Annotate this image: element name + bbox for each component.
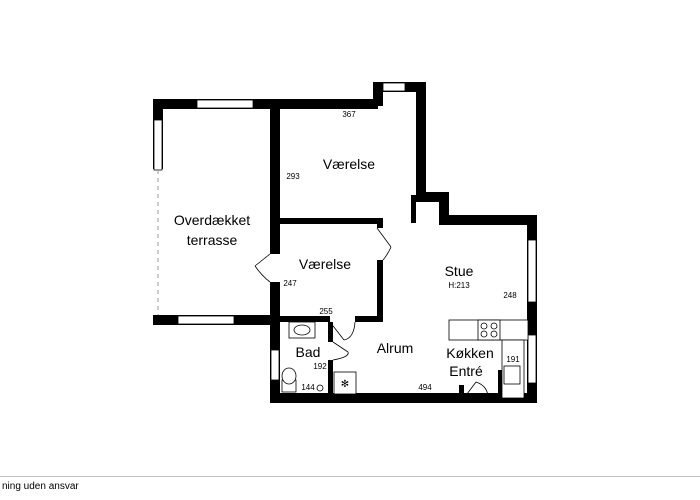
door-bedroom2 — [329, 321, 356, 341]
dimension-255: 255 — [319, 307, 333, 316]
dimension-192: 192 — [313, 362, 327, 371]
footer-disclaimer: ning uden ansvar — [2, 481, 79, 492]
window-kitchen-right — [527, 334, 537, 384]
bath-label: Bad — [296, 344, 321, 360]
dimension-293: 293 — [286, 172, 300, 181]
doors — [254, 227, 489, 399]
stove — [477, 319, 501, 341]
door-terrace — [254, 253, 271, 283]
kitchen-label: Køkken — [446, 345, 493, 361]
fixtures — [281, 319, 529, 399]
dimension-191: 191 — [506, 355, 520, 364]
shower-drain — [316, 384, 324, 392]
kitchen-sink — [503, 365, 521, 385]
footer-divider — [0, 476, 700, 477]
terrace-label-line2: terrasse — [187, 232, 238, 248]
door-bath — [332, 341, 349, 361]
window-top-bump — [382, 82, 406, 92]
window-stue-right — [527, 239, 537, 303]
window-top-terrace — [196, 99, 254, 109]
interior-walls — [270, 99, 502, 399]
living-height-label: H:213 — [448, 281, 470, 290]
entry-label: Entré — [449, 363, 483, 379]
dimension-144: 144 — [301, 383, 315, 392]
window-terrace-bottom — [177, 315, 235, 325]
terrace-label-line1: Overdækket — [174, 212, 250, 228]
bedroom1-label: Værelse — [323, 156, 375, 172]
alrum-label: Alrum — [377, 340, 414, 356]
door-entry — [463, 381, 489, 399]
bedroom2-label: Værelse — [299, 256, 351, 272]
dimension-494: 494 — [418, 383, 432, 392]
dimension-248: 248 — [503, 291, 517, 300]
door-bedroom1 — [376, 227, 392, 261]
window-left-terrace — [153, 119, 163, 171]
washer-symbol: ✻ — [341, 379, 349, 390]
dimension-247: 247 — [283, 279, 297, 288]
living-label: Stue — [445, 263, 474, 279]
dimension-367: 367 — [342, 110, 356, 119]
toilet-bowl — [281, 367, 297, 385]
washing-machine — [333, 371, 357, 395]
window-bath-left — [270, 349, 280, 381]
